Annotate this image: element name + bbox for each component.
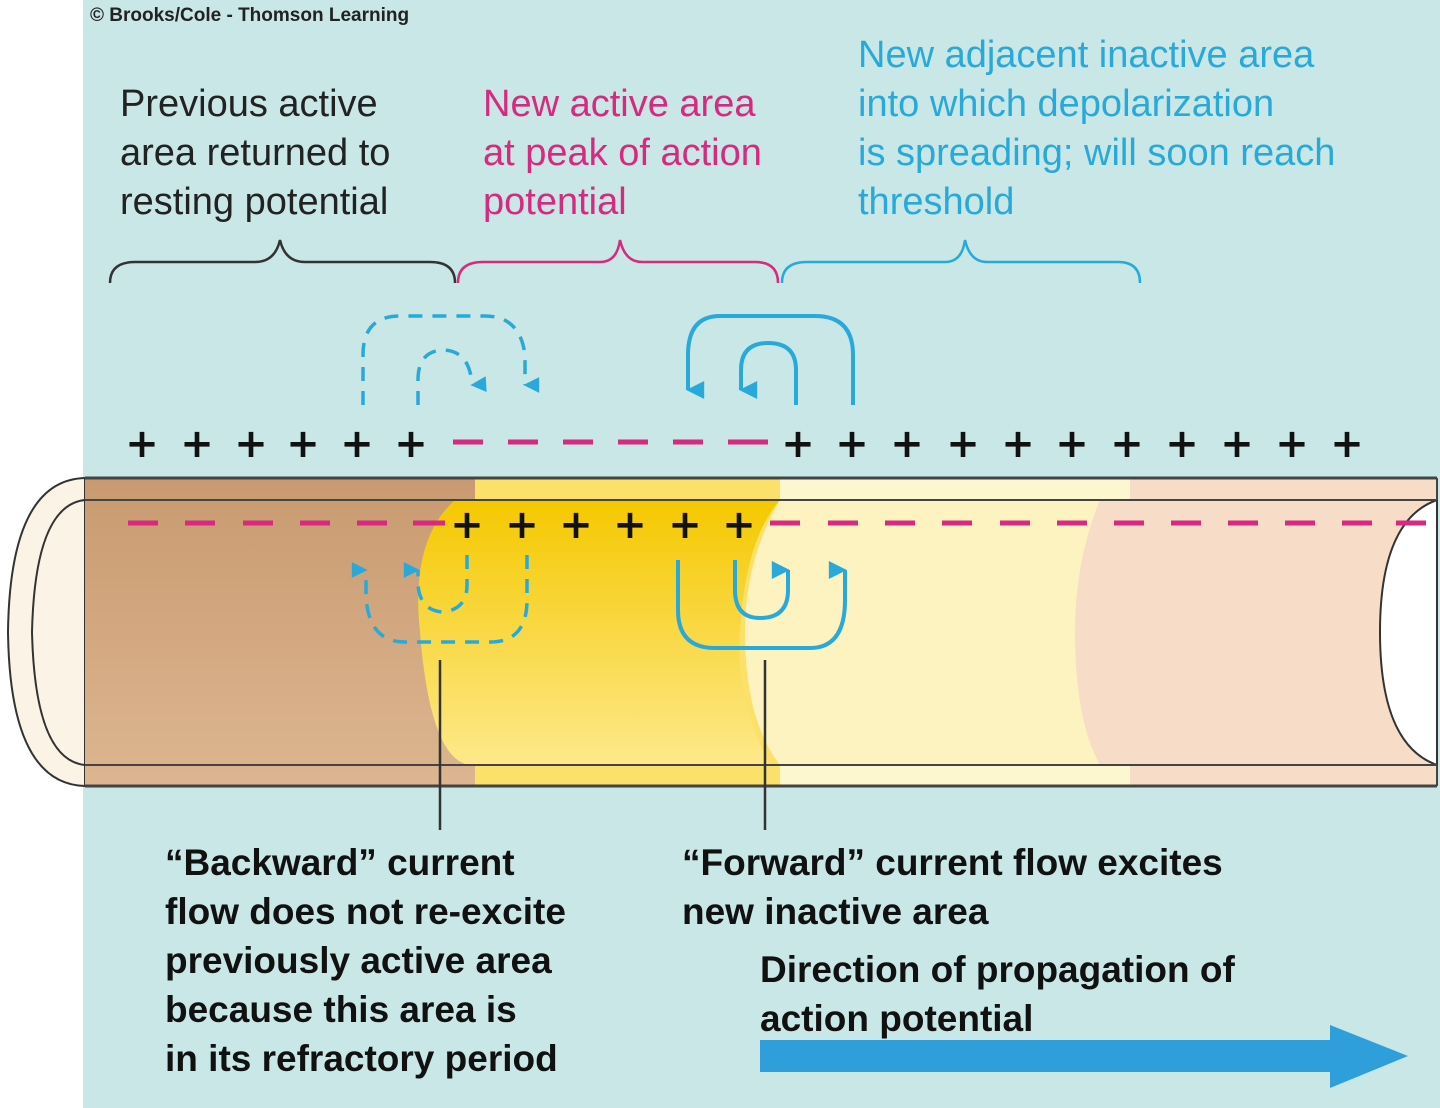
svg-text:+: + bbox=[286, 421, 320, 467]
forward-current-note: “Forward” current flow excites new inact… bbox=[682, 842, 1223, 932]
backward-current-inside bbox=[351, 555, 529, 644]
svg-text:+: + bbox=[1220, 421, 1254, 467]
svg-text:+: + bbox=[125, 421, 159, 467]
backward-current-outside bbox=[361, 314, 540, 405]
svg-text:+: + bbox=[394, 421, 428, 467]
backward-current-note: “Backward” current flow does not re-exci… bbox=[165, 842, 566, 1079]
svg-text:+: + bbox=[559, 502, 593, 548]
svg-text:+: + bbox=[1001, 421, 1035, 467]
svg-text:+: + bbox=[1165, 421, 1199, 467]
svg-text:+: + bbox=[180, 421, 214, 467]
svg-text:+: + bbox=[722, 502, 756, 548]
svg-text:+: + bbox=[340, 421, 374, 467]
svg-text:+: + bbox=[781, 421, 815, 467]
brace-active bbox=[456, 239, 780, 284]
brace-previous bbox=[108, 239, 457, 284]
adjacent-inactive-area-label: New adjacent inactive area into which de… bbox=[858, 34, 1336, 223]
propagation-direction-label: Direction of propagation of action poten… bbox=[760, 949, 1235, 1039]
previous-active-area-label: Previous active area returned to resting… bbox=[120, 83, 391, 223]
svg-text:+: + bbox=[1275, 421, 1309, 467]
svg-text:+: + bbox=[1055, 421, 1089, 467]
svg-text:+: + bbox=[505, 502, 539, 548]
svg-text:+: + bbox=[234, 421, 268, 467]
inside-positive-charges: + + + + + + bbox=[450, 502, 756, 548]
svg-text:+: + bbox=[613, 502, 647, 548]
propagation-arrow-icon bbox=[760, 1025, 1408, 1088]
svg-text:+: + bbox=[450, 502, 484, 548]
svg-text:+: + bbox=[1110, 421, 1144, 467]
forward-current-outside bbox=[686, 314, 855, 405]
svg-text:+: + bbox=[1330, 421, 1364, 467]
axon-tube bbox=[6, 476, 1438, 788]
svg-text:+: + bbox=[835, 421, 869, 467]
new-active-area-label: New active area at peak of action potent… bbox=[483, 83, 762, 223]
forward-current-inside bbox=[676, 560, 847, 650]
svg-text:+: + bbox=[946, 421, 980, 467]
copyright-credit: © Brooks/Cole - Thomson Learning bbox=[90, 5, 410, 26]
brace-adjacent bbox=[780, 239, 1142, 284]
svg-text:+: + bbox=[890, 421, 924, 467]
svg-text:+: + bbox=[668, 502, 702, 548]
outside-charges: + + + + + + + + + + + + + + + + + bbox=[125, 421, 1364, 467]
